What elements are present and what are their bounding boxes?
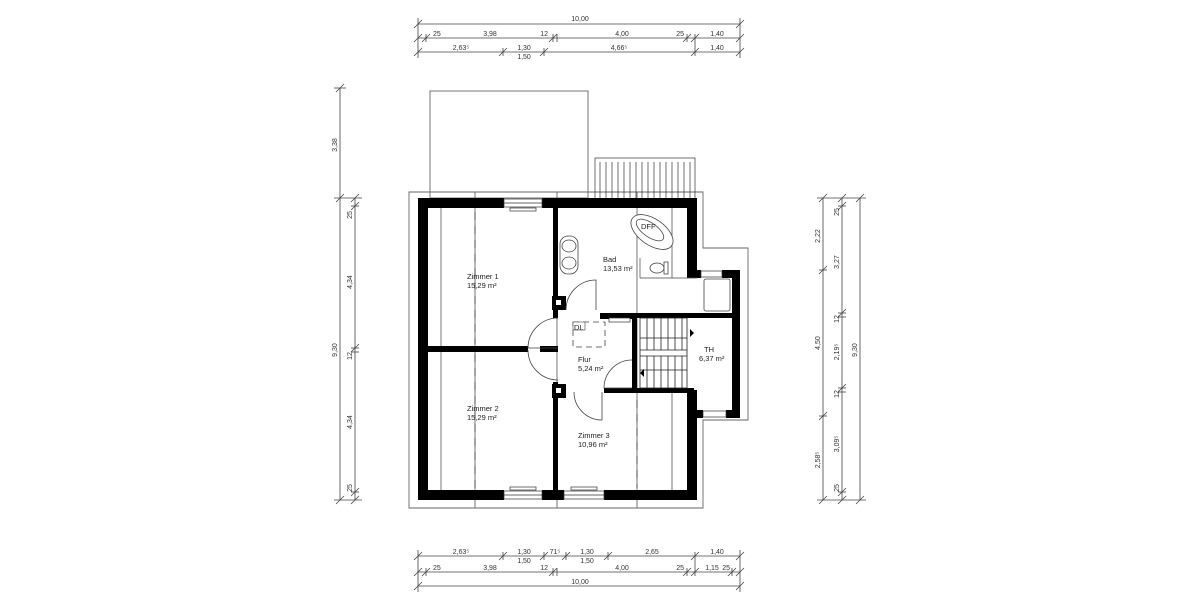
dim-top-2-2: 12 — [540, 31, 548, 38]
walls — [418, 198, 740, 500]
dim-bot-2-4: 25 — [676, 565, 684, 572]
dim-top-3-2: 1,50 — [517, 54, 531, 61]
skylight — [572, 321, 606, 348]
dim-top-2-4: 25 — [676, 31, 684, 38]
dim-top-3-4: 1,40 — [710, 45, 724, 52]
stairs — [639, 317, 688, 389]
window-th-bottom — [702, 410, 727, 418]
skylight-label: DL — [574, 323, 584, 332]
dim-bot-2-0: 25 — [433, 565, 441, 572]
door-zimmer2 — [527, 349, 559, 381]
dim-bot-1-1: 1,30 — [517, 549, 531, 556]
dim-left-inner-3: 4,34 — [347, 415, 354, 429]
dim-right-1-2: 2,58⁵ — [815, 452, 822, 469]
dim-top-3-3: 4,66⁵ — [611, 45, 628, 52]
railing — [594, 157, 696, 201]
right-dimensions — [817, 193, 866, 505]
door-bad — [565, 279, 597, 311]
dim-bot-total: 10,00 — [571, 579, 589, 586]
left-dimensions — [334, 83, 362, 505]
dim-left-inner-1: 4,34 — [347, 275, 354, 289]
dim-top-2-0: 25 — [433, 31, 441, 38]
window-th-top — [700, 270, 723, 278]
dim-top-3-0: 2,63⁵ — [453, 45, 470, 52]
dim-right-1-0: 2,22 — [815, 229, 822, 243]
dim-bot-2-2: 12 — [540, 565, 548, 572]
dim-bot-1-3: 71⁵ — [550, 549, 561, 556]
dim-top-2-1: 3,98 — [483, 31, 497, 38]
top-dimension-labels: 10,00 25 3,98 12 4,00 25 1,40 2,63⁵ 1,30… — [433, 16, 724, 61]
left-dimension-labels: 3,38 9,30 25 4,34 12 4,34 25 — [332, 138, 354, 492]
roof-overhang — [408, 191, 749, 509]
dim-left-inner-2: 12 — [347, 352, 354, 360]
door-zimmer1 — [527, 317, 559, 349]
bathtub-label: DFF — [641, 222, 656, 231]
room-zimmer2-name: Zimmer 2 — [467, 404, 499, 413]
dim-bot-1-6: 2,65 — [645, 549, 659, 556]
room-flur-area: 5,24 m² — [578, 364, 604, 373]
dim-top-2-5: 1,40 — [710, 31, 724, 38]
dim-bot-2-3: 4,00 — [615, 565, 629, 572]
room-zimmer3-area: 10,96 m² — [578, 440, 608, 449]
dim-right-2-3: 2,19⁵ — [834, 344, 841, 361]
dim-bot-1-4: 1,30 — [580, 549, 594, 556]
bottom-dimension-labels: 2,63⁵ 1,30 1,50 71⁵ 1,30 1,50 2,65 1,40 … — [433, 549, 730, 586]
stairs-up-arrow-icon — [690, 329, 694, 337]
room-bad-name: Bad — [603, 255, 616, 264]
room-flur-name: Flur — [578, 355, 591, 364]
room-labels: Zimmer 1 15,29 m² Zimmer 2 15,29 m² Zimm… — [467, 255, 725, 449]
toilet-icon — [649, 262, 665, 274]
bottom-dimensions — [413, 550, 745, 592]
dim-left-inner-0: 25 — [347, 211, 354, 219]
dim-right-2-5: 3,09⁵ — [834, 436, 841, 453]
dim-right-total: 9,30 — [852, 343, 859, 357]
balcony-outline — [429, 90, 589, 199]
washer-icon — [703, 278, 731, 312]
dim-bot-1-7: 1,40 — [710, 549, 724, 556]
room-zimmer1-name: Zimmer 1 — [467, 272, 499, 281]
right-dimension-labels: 2,22 4,50 2,58⁵ 25 3,27 12 2,19⁵ 12 3,09… — [815, 208, 859, 492]
knee-wall-lines — [474, 212, 638, 488]
dim-right-2-2: 12 — [834, 315, 841, 323]
dim-bot-2-6: 25 — [722, 565, 730, 572]
dim-right-2-6: 25 — [834, 484, 841, 492]
dim-right-2-1: 3,27 — [834, 255, 841, 269]
room-bad-area: 13,53 m² — [603, 264, 633, 273]
room-th-area: 6,37 m² — [699, 354, 725, 363]
dim-right-2-4: 12 — [834, 390, 841, 398]
dim-bot-2-5: 1,15 — [705, 565, 719, 572]
wall-pillar-holes — [556, 300, 561, 393]
dim-top-total: 10,00 — [571, 16, 589, 23]
bathroom-fixtures — [559, 214, 731, 312]
windows — [503, 198, 727, 500]
door-th — [603, 359, 633, 389]
room-th-name: TH — [704, 345, 714, 354]
dim-top-2-3: 4,00 — [615, 31, 629, 38]
dim-bot-1-5: 1,50 — [580, 558, 594, 565]
door-zimmer3 — [573, 391, 603, 421]
room-zimmer1-area: 15,29 m² — [467, 281, 497, 290]
top-dimensions — [413, 18, 745, 58]
dim-bot-1-0: 2,63⁵ — [453, 549, 470, 556]
stairs-down-arrow-icon — [640, 369, 644, 377]
dim-right-2-0: 25 — [834, 208, 841, 216]
doors — [527, 279, 633, 421]
dim-bot-2-1: 3,98 — [483, 565, 497, 572]
room-zimmer3-name: Zimmer 3 — [578, 431, 610, 440]
dim-bot-1-2: 1,50 — [517, 558, 531, 565]
dim-right-1-1: 4,50 — [815, 336, 822, 350]
dim-left-inner-4: 25 — [347, 484, 354, 492]
dim-top-3-1: 1,30 — [517, 45, 531, 52]
dim-left-outer-0: 3,38 — [332, 138, 339, 152]
room-zimmer2-area: 15,29 m² — [467, 413, 497, 422]
dim-left-outer-1: 9,30 — [332, 343, 339, 357]
